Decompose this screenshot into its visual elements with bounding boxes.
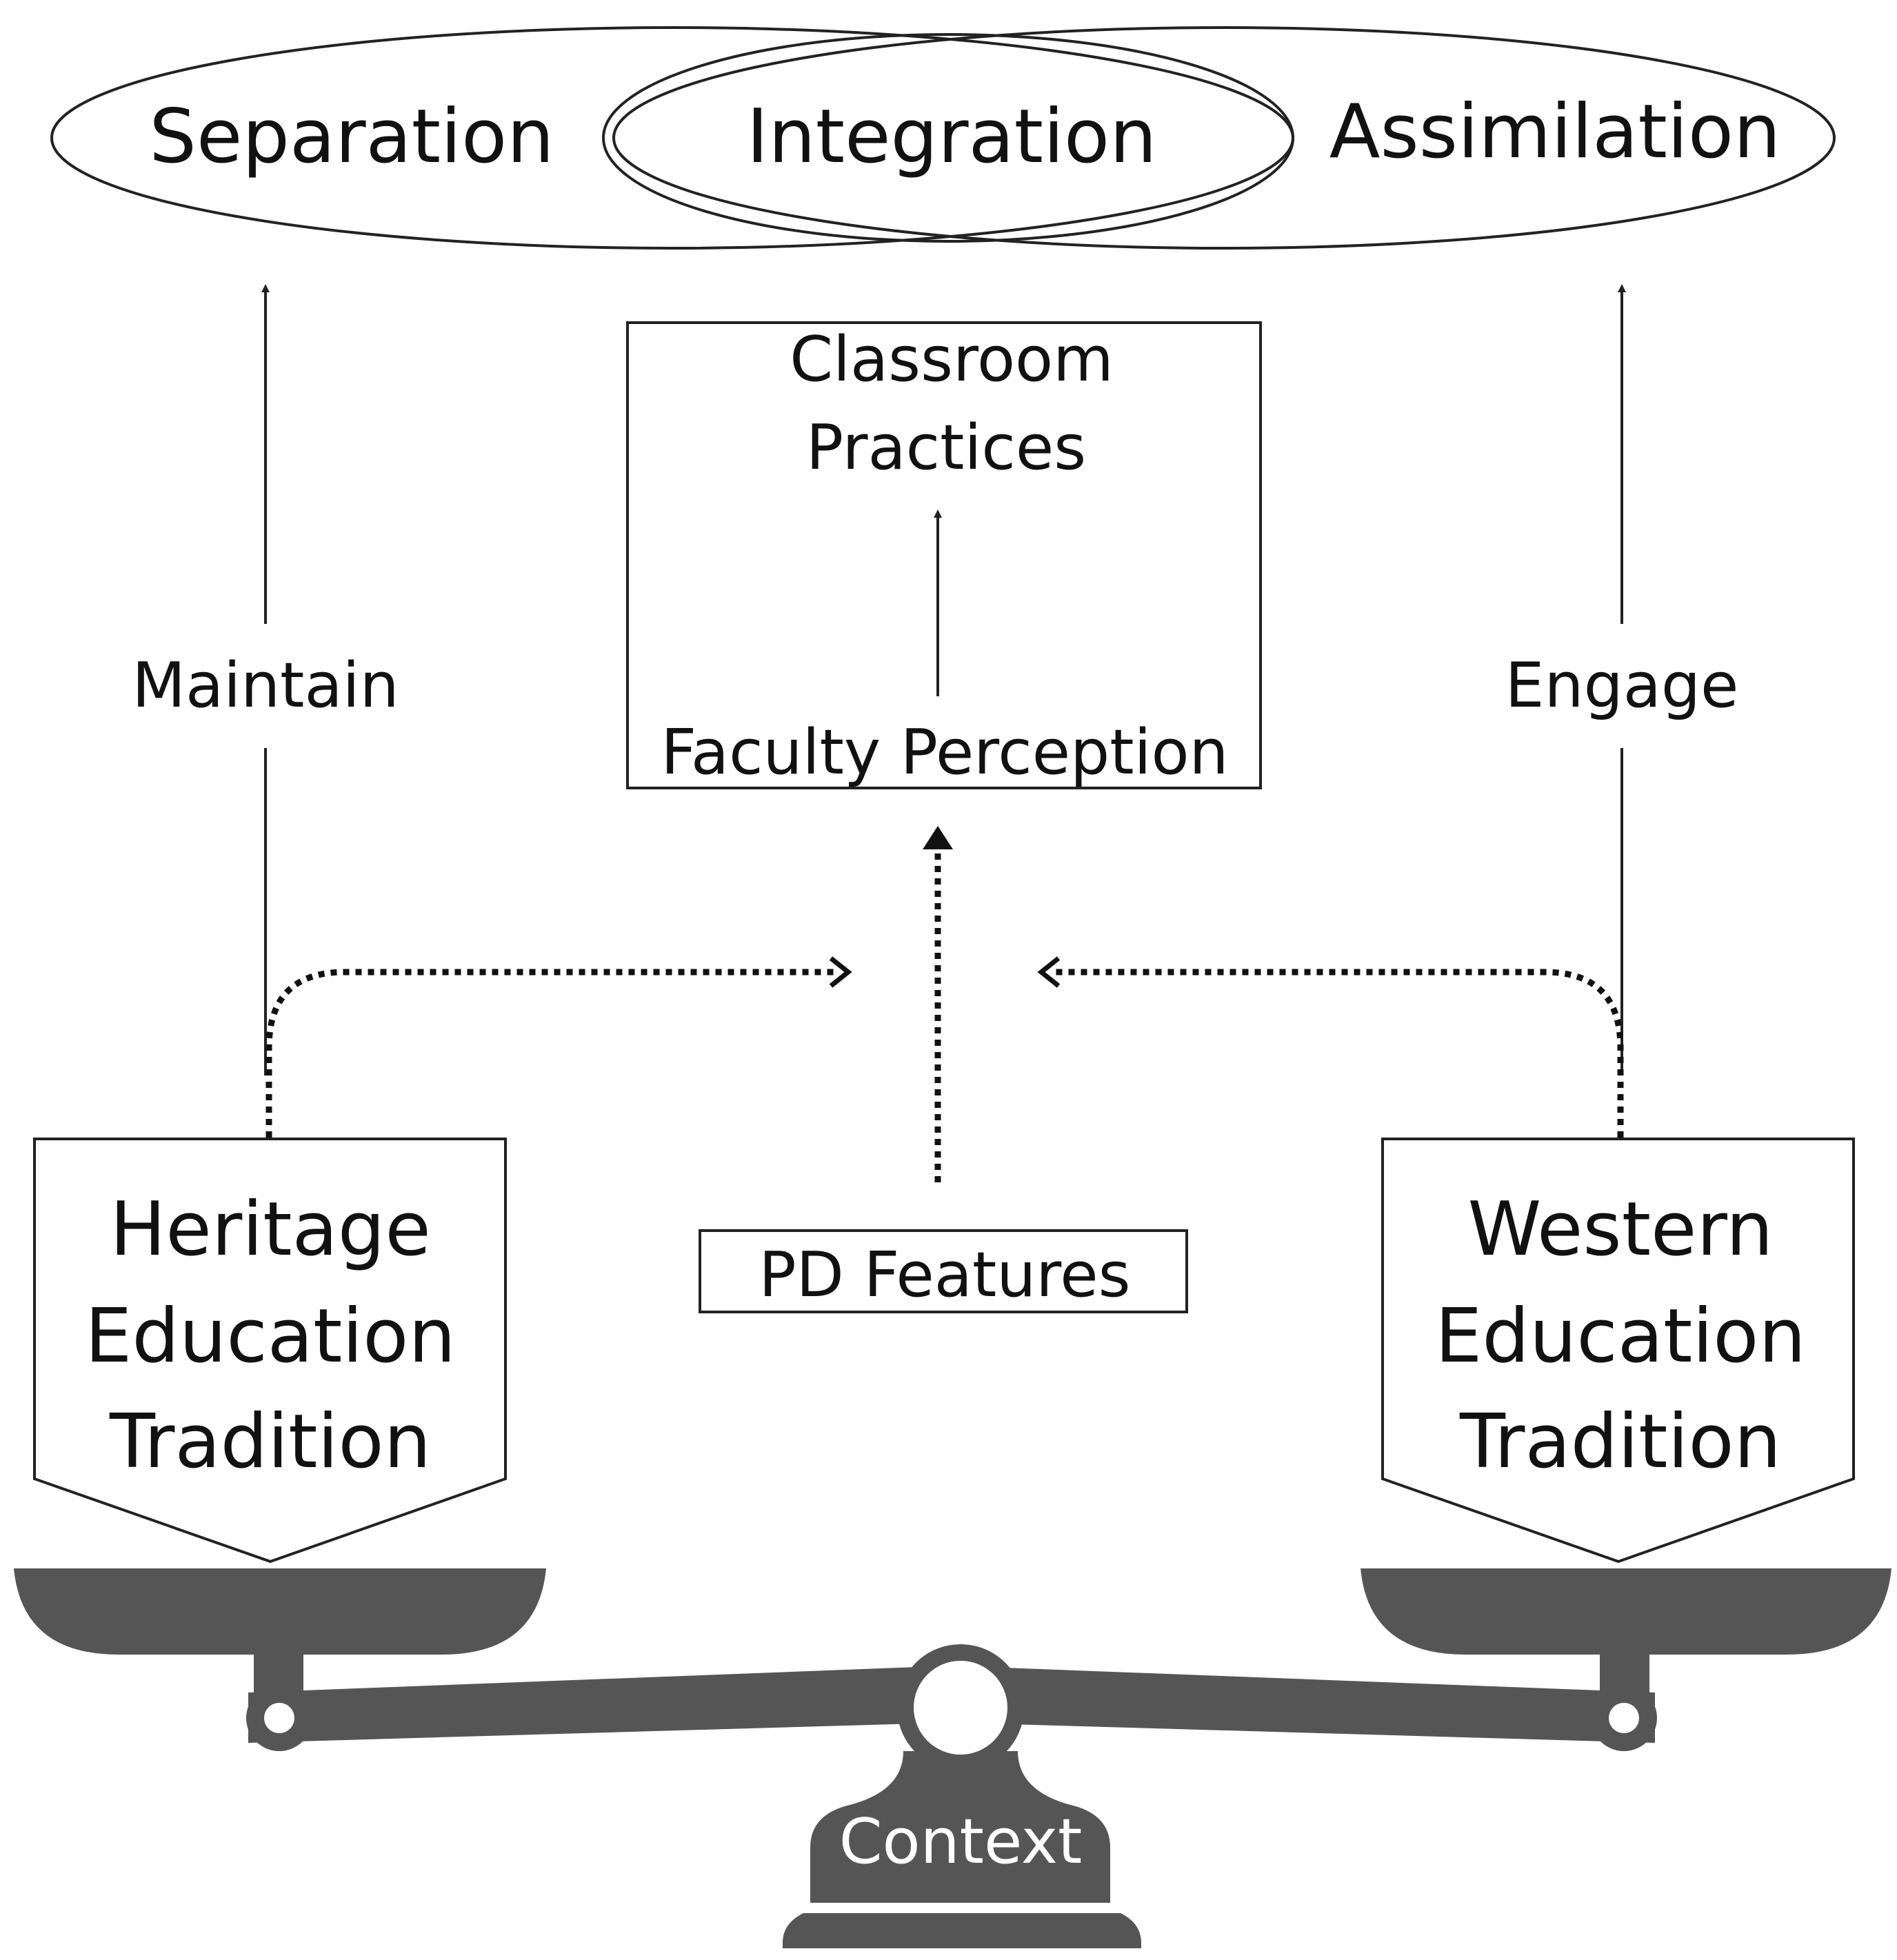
heritage-tradition-tag: Heritage Education Tradition bbox=[33, 1138, 507, 1564]
left-scale-pan bbox=[14, 1568, 546, 1655]
engage-label: Engage bbox=[1505, 649, 1739, 722]
pd-features-label: PD Features bbox=[759, 1239, 1130, 1311]
maintain-arrow: Maintain bbox=[132, 284, 399, 1075]
separation-label: Separation bbox=[149, 94, 554, 180]
heritage-line-1: Heritage bbox=[110, 1186, 431, 1273]
integration-ellipse bbox=[602, 33, 1294, 243]
maintain-label: Maintain bbox=[132, 649, 399, 722]
practices-label: Practices bbox=[806, 412, 1086, 484]
assimilation-ellipse bbox=[612, 26, 1836, 250]
center-box: Classroom Practices Faculty Perception bbox=[626, 321, 1262, 789]
western-line-2: Education bbox=[1435, 1293, 1806, 1380]
heritage-line-3: Tradition bbox=[109, 1399, 431, 1485]
western-line-3: Tradition bbox=[1459, 1399, 1781, 1485]
faculty-perception-label: Faculty Perception bbox=[661, 716, 1228, 789]
heritage-line-2: Education bbox=[85, 1293, 456, 1380]
classroom-label: Classroom bbox=[790, 323, 1114, 396]
assimilation-label: Assimilation bbox=[1329, 89, 1781, 175]
western-line-1: Western bbox=[1468, 1186, 1774, 1273]
right-scale-pan bbox=[1361, 1568, 1891, 1655]
balance-scale-icon bbox=[14, 1568, 1891, 1948]
western-tradition-tag: Western Education Tradition bbox=[1381, 1138, 1855, 1564]
scale-pivot-holes bbox=[264, 1661, 1639, 1755]
integration-label: Integration bbox=[746, 94, 1156, 180]
pd-features-box: PD Features bbox=[699, 1229, 1188, 1313]
dotted-influence-arrows bbox=[265, 826, 1624, 1182]
context-label: Context bbox=[839, 1806, 1083, 1878]
acculturation-ellipses: Separation Integration Assimilation bbox=[50, 26, 1836, 250]
scale-base bbox=[810, 1751, 1110, 1903]
engage-arrow: Engage bbox=[1505, 284, 1739, 1075]
